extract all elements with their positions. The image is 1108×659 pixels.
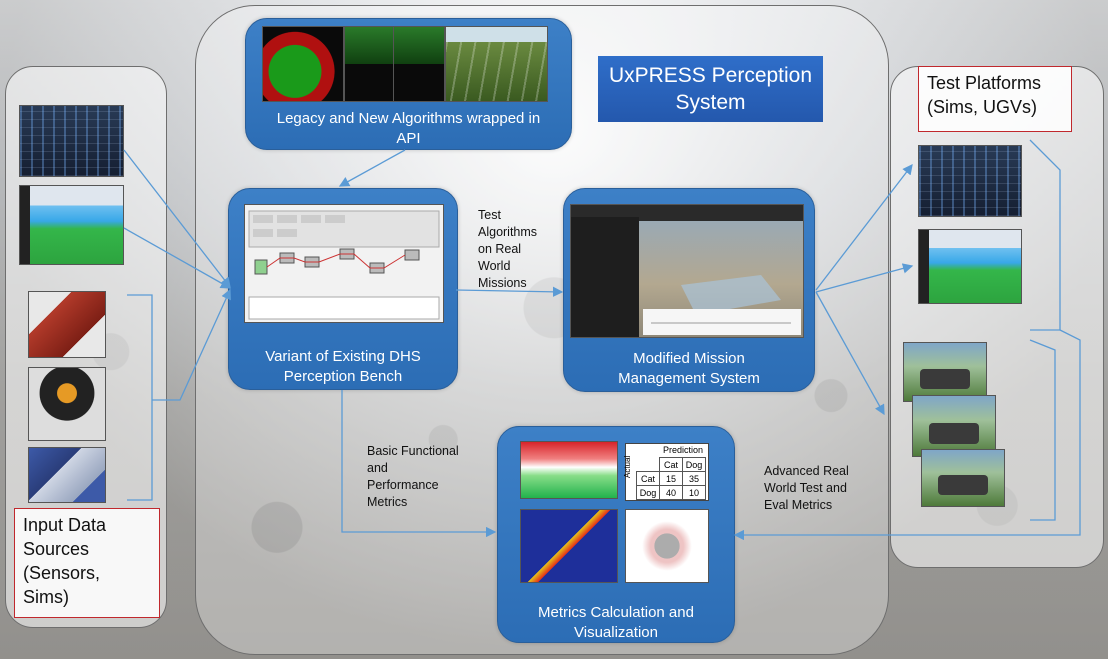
arrow-sim-to-bench bbox=[123, 227, 232, 289]
ugv-photo-2 bbox=[912, 395, 996, 457]
arrow-mission-to-data bbox=[815, 163, 913, 291]
test-algorithms-text: Test Algorithms on Real World Missions bbox=[478, 208, 538, 290]
confusion-matrix-thumbnail bbox=[520, 509, 618, 583]
prediction-header: Prediction bbox=[663, 445, 704, 455]
ugv-photo-1 bbox=[903, 342, 987, 402]
arrow-mission-to-ugv bbox=[815, 291, 885, 416]
laser-scanner-image bbox=[28, 367, 106, 441]
cell-dog-dog: 10 bbox=[682, 485, 706, 500]
mission-management-label: Modified Mission Management System bbox=[618, 350, 760, 387]
test-platforms-label: Test Platforms (Sims, UGVs) bbox=[918, 66, 1072, 132]
arrow-platforms-to-metrics bbox=[1029, 139, 1061, 331]
arrow-sensors-to-bench bbox=[127, 294, 153, 501]
system-title: UxPRESS Perception System bbox=[598, 56, 823, 122]
lidar-sensor-image bbox=[28, 291, 106, 358]
input-sources-text: Input Data Sources (Sensors, Sims) bbox=[23, 515, 107, 607]
advanced-metrics-text: Advanced Real World Test and Eval Metric… bbox=[764, 464, 849, 512]
arrow-data-to-bench bbox=[123, 149, 231, 289]
segmentation-image-1 bbox=[262, 26, 344, 102]
data-matrix-image bbox=[19, 105, 124, 177]
perception-bench-screenshot bbox=[244, 204, 444, 323]
simulation-screenshot bbox=[19, 185, 124, 265]
crop-field-image bbox=[445, 26, 548, 102]
platform-data-image bbox=[918, 145, 1022, 217]
ugv-photo-3 bbox=[921, 449, 1005, 507]
test-platforms-text: Test Platforms (Sims, UGVs) bbox=[927, 73, 1042, 117]
platform-sim-image bbox=[918, 229, 1022, 304]
arrow-bench-to-mission bbox=[455, 286, 564, 298]
camera-sensor-image bbox=[28, 447, 106, 503]
mission-management-screenshot bbox=[570, 204, 804, 338]
arrow-mission-to-sim bbox=[815, 263, 914, 293]
segmentation-image-3 bbox=[393, 26, 445, 102]
mission-map-icon bbox=[571, 217, 801, 337]
perception-bench-label: Variant of Existing DHS Perception Bench bbox=[265, 348, 421, 385]
arrow-bench-to-metrics bbox=[341, 390, 497, 538]
metrics-visualization-label: Metrics Calculation and Visualization bbox=[538, 604, 694, 641]
workflow-graph-icon bbox=[248, 210, 440, 320]
network-graph-thumbnail bbox=[625, 509, 709, 583]
legacy-algorithms-label: Legacy and New Algorithms wrapped in API bbox=[276, 110, 541, 147]
basic-metrics-text: Basic Functional and Performance Metrics bbox=[367, 444, 459, 509]
confusion-grid: Cat Dog Cat 15 35 Dog 40 10 bbox=[636, 457, 706, 500]
confusion-table: Prediction Actual Cat Dog Cat 15 35 Dog … bbox=[623, 443, 709, 501]
arrow-legacy-to-bench bbox=[338, 149, 406, 187]
input-data-sources-label: Input Data Sources (Sensors, Sims) bbox=[14, 508, 160, 618]
heatmap-chart-thumbnail bbox=[520, 441, 618, 499]
